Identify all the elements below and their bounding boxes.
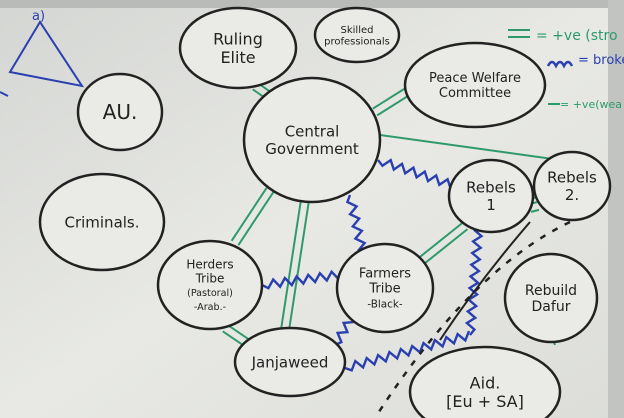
node-au: AU. xyxy=(76,72,164,152)
node-label: Rebuild xyxy=(525,283,577,299)
node-label: Farmers xyxy=(359,267,411,282)
node-label: Peace Welfare xyxy=(429,71,521,86)
node-label: Dafur xyxy=(532,299,571,315)
legend-double-line-icon xyxy=(508,29,530,38)
node-label: Criminals. xyxy=(64,213,139,231)
node-label: Tribe xyxy=(368,282,400,297)
node-outline xyxy=(233,326,347,398)
node-label: Tribe xyxy=(195,271,225,285)
edge-farmers-janjaweed xyxy=(334,320,354,347)
edge-farmers-rebels1 xyxy=(416,222,464,260)
node-outline xyxy=(335,242,435,334)
node-label: Rebels xyxy=(466,179,516,197)
edge-government-janjaweed xyxy=(280,199,303,330)
node-outline xyxy=(447,158,535,234)
node-outline xyxy=(408,345,562,418)
node-label: -Black- xyxy=(367,299,402,311)
node-aid: Aid.[Eu + SA] xyxy=(408,345,562,418)
edge-government-farmers xyxy=(345,194,367,252)
corner-triangle-sketch xyxy=(0,20,85,97)
node-outline xyxy=(76,72,164,152)
node-label: Government xyxy=(265,140,359,158)
node-label: professionals xyxy=(324,36,390,47)
node-label: Committee xyxy=(439,86,511,101)
node-outline xyxy=(178,6,298,90)
edge-peace-government xyxy=(376,92,413,117)
edge-herders-farmers xyxy=(261,269,340,290)
board-top-frame xyxy=(0,0,624,8)
dashed-boundary xyxy=(373,220,571,418)
legend-positive-weak: = +ve(wea xyxy=(560,98,622,111)
node-label: Herders xyxy=(186,258,233,272)
edge-government-rebels1 xyxy=(377,158,452,190)
edge-rebels1-south xyxy=(464,228,484,336)
node-label: Janjaweed xyxy=(251,353,329,371)
legend-positive-strong: = +ve (stro xyxy=(536,28,618,44)
boundary-curve xyxy=(439,221,531,341)
node-label: Elite xyxy=(220,48,255,67)
board-right-frame xyxy=(608,0,624,418)
node-label: AU. xyxy=(103,100,138,124)
node-outline xyxy=(242,76,382,204)
node-criminals: Criminals. xyxy=(38,172,166,272)
edge-government-east xyxy=(379,134,561,161)
edge-rebels1-rebels2-b xyxy=(530,208,540,213)
node-janjaweed: Janjaweed xyxy=(233,326,347,398)
legend-broken: = broken xyxy=(578,53,624,68)
corner-label: a) xyxy=(32,9,45,24)
legend-wavy-line-icon xyxy=(546,60,574,69)
node-outline xyxy=(532,150,612,222)
edge-janjaweed-aid-side xyxy=(344,330,471,372)
node-label: 2. xyxy=(565,186,579,204)
node-outline xyxy=(313,6,401,64)
edge-farmers-rebels1 xyxy=(421,228,469,266)
edge-government-janjaweed xyxy=(287,200,310,331)
node-label: 1 xyxy=(486,196,496,214)
node-outline xyxy=(403,41,547,129)
node-outline xyxy=(156,239,264,331)
node-outline xyxy=(503,252,599,344)
broken-relationship-edges xyxy=(261,158,484,372)
node-label: Central xyxy=(285,123,340,141)
node-label: Skilled xyxy=(341,25,374,36)
node-label: [Eu + SA] xyxy=(446,392,524,411)
node-label: Ruling xyxy=(213,29,263,48)
node-label: -Arab.- xyxy=(194,302,226,313)
node-outline xyxy=(38,172,166,272)
node-label: (Pastoral) xyxy=(187,288,233,299)
edge-government-herders xyxy=(230,187,268,242)
node-label: Rebels xyxy=(547,169,597,187)
legend: = +ve (stro = broken = +ve(wea xyxy=(508,28,624,111)
node-label: Aid. xyxy=(470,373,501,392)
edge-peace-government xyxy=(372,85,409,110)
edge-government-herders xyxy=(237,191,275,246)
